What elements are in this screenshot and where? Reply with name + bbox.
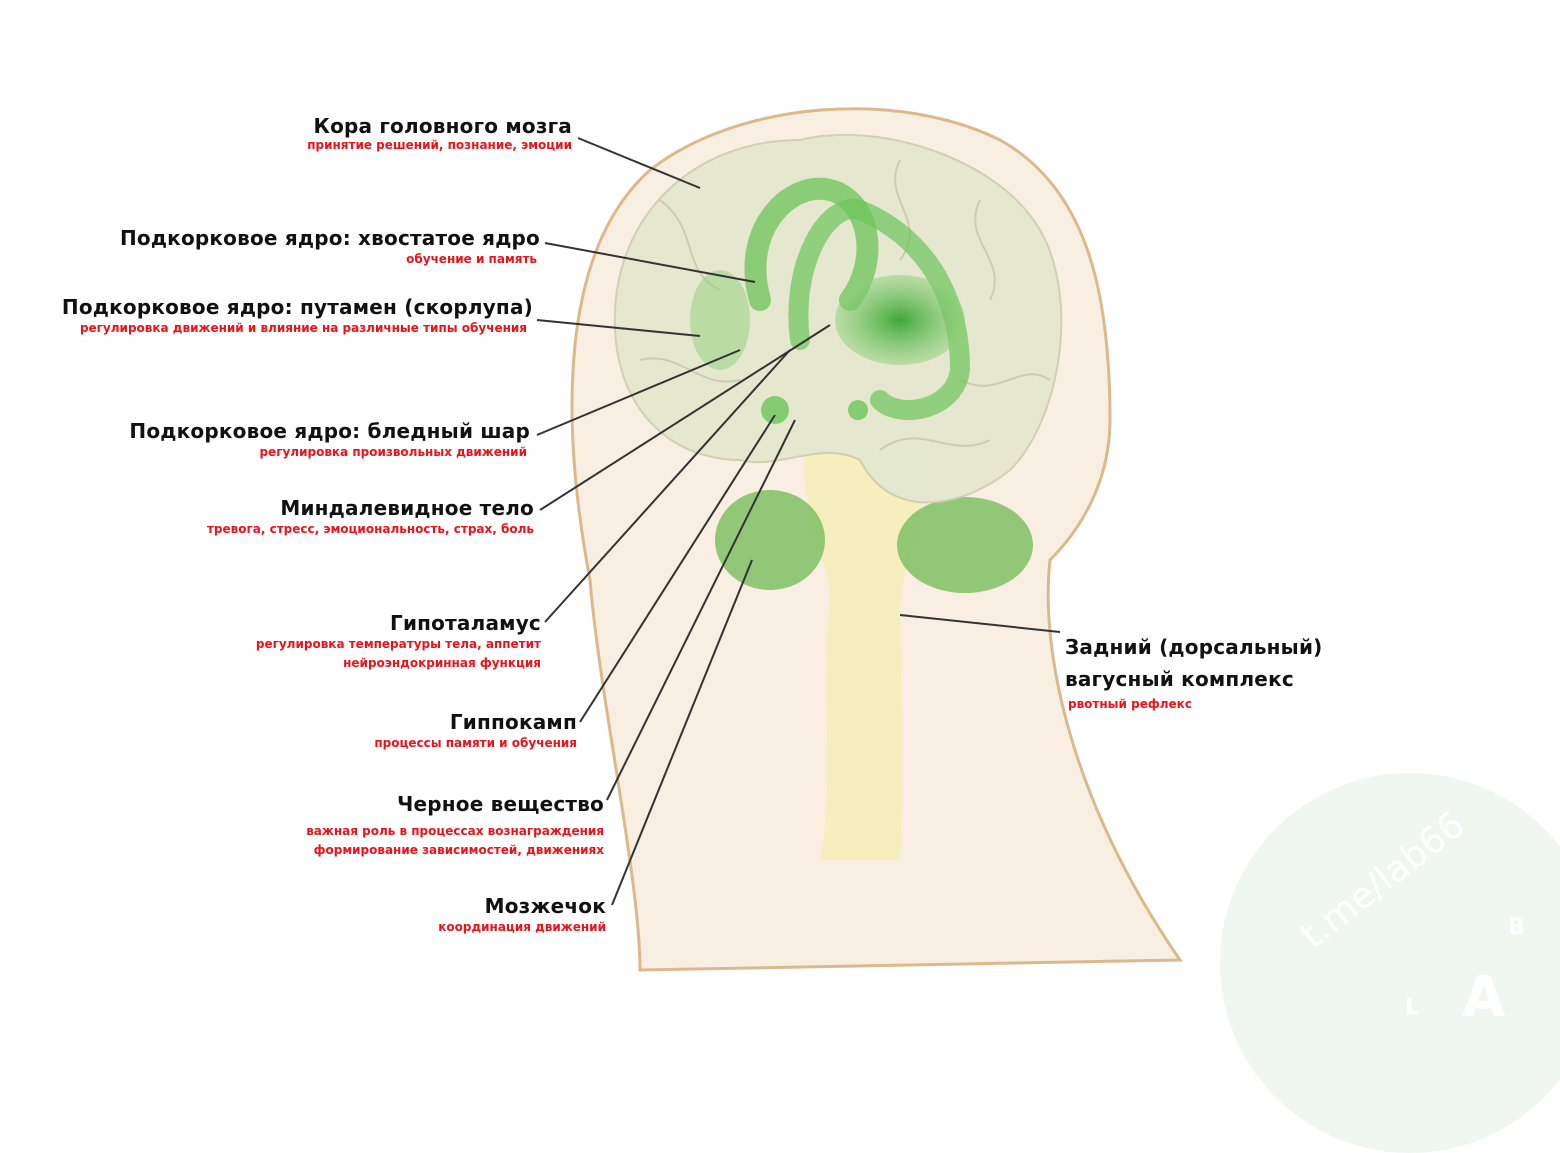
caudate-tail [788,199,971,420]
watermark-letter-a: A [1462,965,1506,1030]
label-cerebellum: Мозжечок координация движений [438,894,606,937]
label-globus-pallidus: Подкорковое ядро: бледный шар регулировк… [129,419,530,462]
label-desc: нейроэндокринная функция [343,656,541,670]
cerebellum-right [897,497,1033,593]
putamen-left [690,270,750,370]
label-hippocampus: Гиппокамп процессы памяти и обучения [374,710,577,753]
brainstem [804,450,923,860]
label-title: Кора головного мозга [313,114,572,138]
label-desc: принятие решений, познание, эмоции [307,138,572,152]
head-brain-illustration [536,107,1183,972]
label-title: Гипоталамус [390,611,541,635]
label-amygdala: Миндалевидное тело тревога, стресс, эмоц… [207,496,534,539]
label-desc: регулировка произвольных движений [259,445,527,459]
label-substantia-nigra: Черное вещество важная роль в процессах … [306,792,604,860]
caudate-nucleus [744,177,879,311]
label-title: Задний (дорсальный) [1065,635,1323,659]
label-desc: формирование зависимостей, движениях [313,843,604,857]
label-desc: рвотный рефлекс [1068,697,1192,711]
label-desc: координация движений [438,920,606,934]
label-dorsal-vagal-complex: Задний (дорсальный) вагусный комплекс рв… [1065,631,1323,714]
cerebellum-left [715,490,825,590]
label-title: Гиппокамп [449,710,577,734]
label-title: Черное вещество [397,792,604,816]
watermark-letter-b: B [1508,915,1525,940]
label-putamen: Подкорковое ядро: путамен (скорлупа) рег… [62,295,533,338]
label-title: Подкорковое ядро: бледный шар [129,419,530,443]
label-desc: процессы памяти и обучения [374,736,577,750]
label-title: вагусный комплекс [1065,667,1294,691]
label-cortex: Кора головного мозга принятие решений, п… [307,114,572,152]
putamen [835,275,965,365]
label-title: Мозжечок [484,894,606,918]
label-desc: важная роль в процессах вознаграждения [306,824,604,838]
hippocampus [848,400,868,420]
label-caudate: Подкорковое ядро: хвостатое ядро обучени… [120,226,540,269]
leader-lines [536,137,1061,906]
label-desc: регулировка температуры тела, аппетит [255,637,541,651]
amygdala [761,396,789,424]
watermark-letter-l: L [1405,995,1420,1020]
label-desc: регулировка движений и влияние на различ… [79,321,527,335]
label-desc: обучение и память [406,252,537,266]
label-title: Миндалевидное тело [280,496,534,520]
label-title: Подкорковое ядро: путамен (скорлупа) [61,295,533,319]
label-desc: тревога, стресс, эмоциональность, страх,… [206,522,534,536]
label-hypothalamus: Гипоталамус регулировка температуры тела… [256,611,541,673]
label-title: Подкорковое ядро: хвостатое ядро [119,226,540,250]
